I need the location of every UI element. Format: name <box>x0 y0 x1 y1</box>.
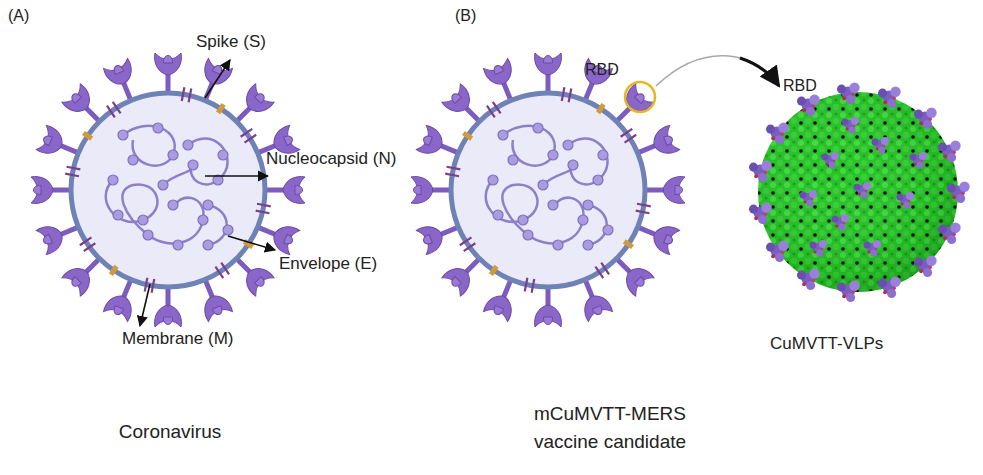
rbd <box>837 83 860 104</box>
rbd <box>947 182 970 203</box>
rbd <box>897 192 915 209</box>
rbd <box>938 223 961 244</box>
text-label: Nucleocapsid (N) <box>266 147 446 172</box>
coronavirus <box>31 53 305 327</box>
rbd <box>938 141 961 162</box>
text-label: Coronavirus <box>70 418 270 446</box>
vlp-shading <box>758 92 958 292</box>
text-label: (A) <box>8 4 48 27</box>
rbd-highlight-circle <box>625 82 655 112</box>
rbd <box>872 137 890 154</box>
rbd <box>749 161 772 182</box>
leader-arrow <box>140 284 150 326</box>
text-label: Membrane (M) <box>122 327 272 352</box>
leader-arrow <box>205 175 268 177</box>
text-label: Spike (S) <box>196 30 316 55</box>
leader-arrow <box>205 60 230 98</box>
transfer-arrow <box>656 56 778 86</box>
text-label: RBD <box>783 74 843 97</box>
rbd <box>822 152 840 169</box>
rbd <box>878 87 901 108</box>
rbd <box>810 240 828 257</box>
rbd <box>797 95 820 116</box>
leader-arrow <box>228 236 275 250</box>
rbd <box>766 123 789 144</box>
rbd <box>837 281 860 302</box>
coronavirus <box>411 53 685 327</box>
rbd <box>800 190 818 207</box>
rbd <box>910 152 928 169</box>
rbd <box>878 277 901 298</box>
text-label: Envelope (E) <box>279 252 419 277</box>
rbd <box>749 203 772 224</box>
rbd <box>842 117 860 134</box>
transfer-arrow-head <box>740 58 779 86</box>
vlp-rbd-array <box>749 83 970 302</box>
vlp-particle <box>758 92 958 292</box>
rbd <box>864 240 882 257</box>
text-label: mCuMVTT-MERS vaccine candidate <box>520 400 700 455</box>
rbd <box>854 182 872 199</box>
rbd <box>914 256 937 277</box>
text-label: CuMVTT-VLPs <box>770 332 950 357</box>
rbd <box>766 241 789 262</box>
rbd <box>832 214 850 231</box>
rbd <box>914 108 937 129</box>
rbd <box>797 269 820 290</box>
text-label: RBD <box>585 58 645 81</box>
text-label: (B) <box>455 4 495 27</box>
